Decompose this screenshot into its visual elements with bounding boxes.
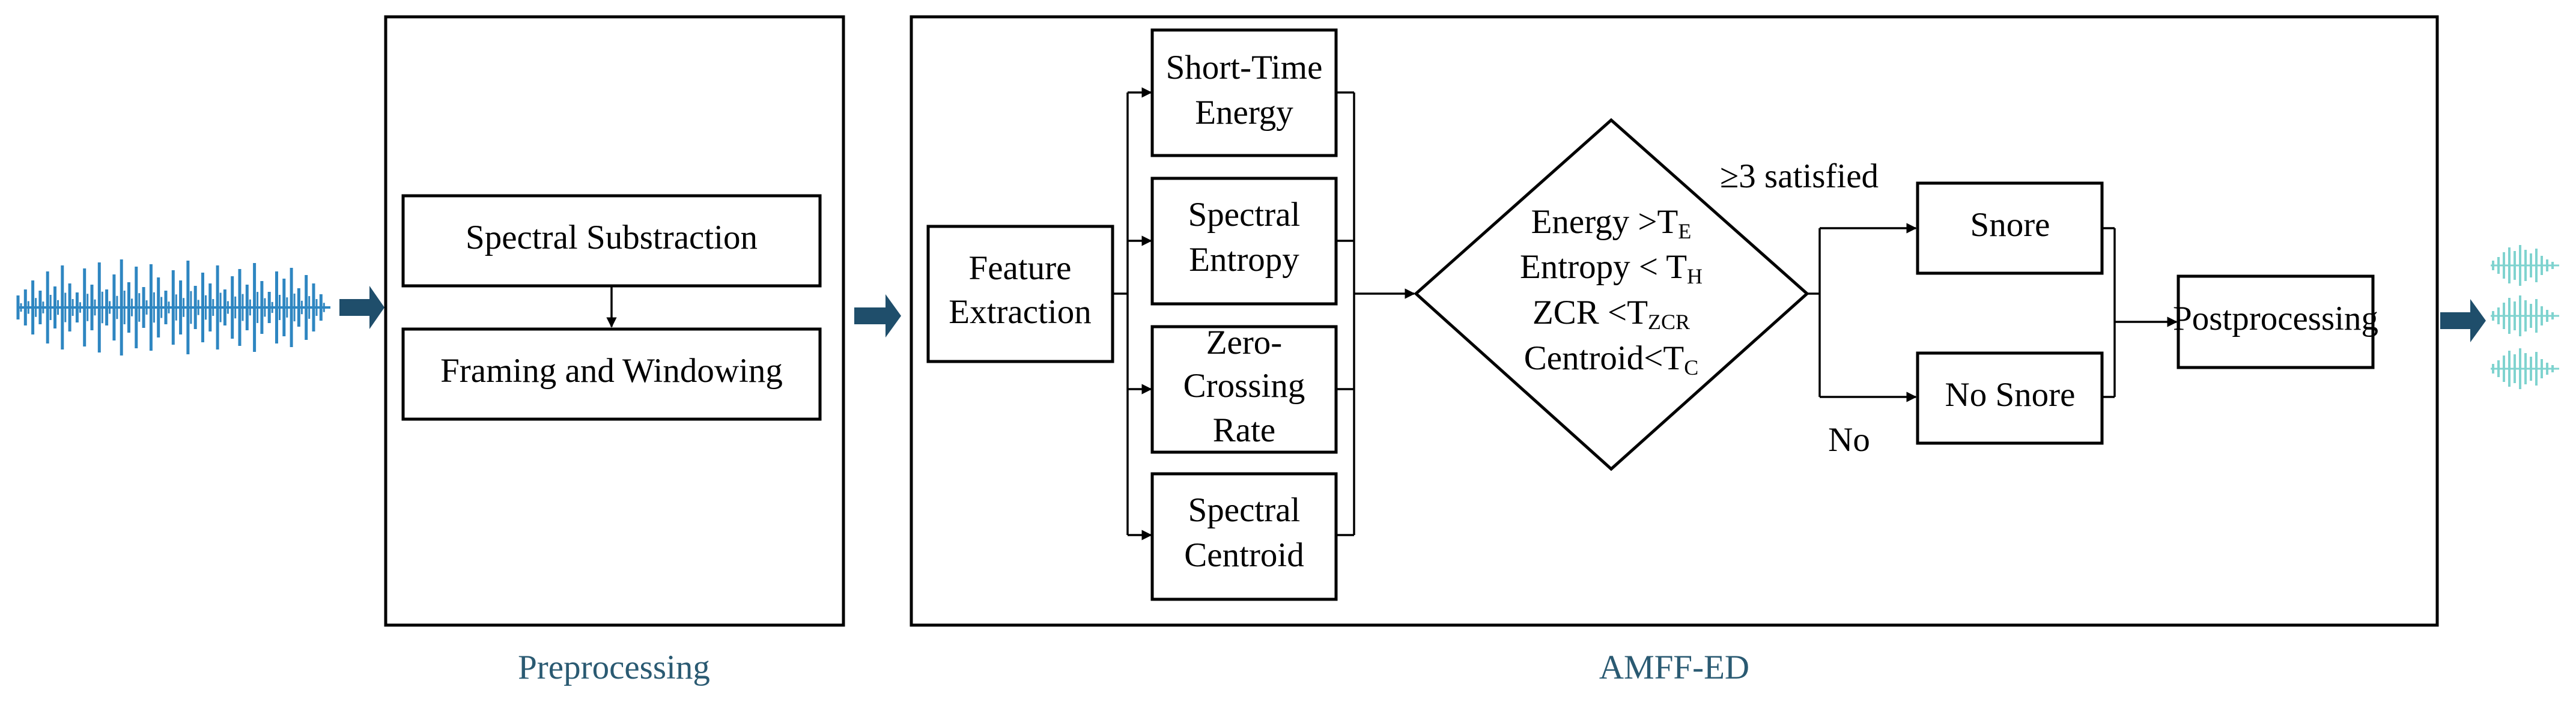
postprocessing-label: Postprocessing [2173,300,2378,337]
mid-arrow-icon [854,294,901,337]
feature-centroid-label: Centroid [1184,536,1304,574]
feature-ste-label: Short-Time [1166,49,1323,86]
audio-waveform-input-icon [16,259,330,356]
no-label: No [1828,421,1870,459]
preprocessing-frame [384,15,845,627]
decision-zcr: ZCR <TZCR [1533,294,1690,334]
snore-label: Snore [1970,206,2050,244]
audio-waveform-output-icon [2491,245,2559,389]
feature-centroid-label: Spectral [1188,491,1301,529]
preprocessing-section-label: Preprocessing [518,649,710,686]
decision-energy: Energy >TE [1531,203,1692,243]
feature-extraction-label: Feature [969,249,1072,287]
decision-centroid: Centroid<TC [1524,339,1698,380]
feature-ste-label: Energy [1195,94,1293,132]
feature-extraction-label: Extraction [949,293,1091,331]
feature-ste-box [1150,28,1338,157]
spectral-subtraction-box [401,194,822,288]
input-arrow-icon [339,286,384,329]
decision-diamond [1414,118,1809,471]
postprocessing-box [2177,274,2375,369]
feature-centroid-box [1150,472,1338,601]
decision-entropy: Entropy < TH [1520,248,1703,288]
framing-label: Framing and Windowing [440,352,783,390]
feature-entropy-label: Entropy [1189,241,1299,279]
amff-frame [910,15,2439,627]
feature-zcr-label: Zero- [1206,324,1283,362]
feature-zcr-label: Crossing [1183,367,1305,405]
spectral-subtraction-label: Spectral Substraction [466,219,758,256]
feature-zcr-label: Rate [1213,411,1275,449]
framing-box [401,327,822,421]
no-snore-box [1916,351,2104,445]
feature-zcr-box [1150,325,1338,454]
yes-label: ≥3 satisfied [1720,157,1879,195]
feature-entropy-label: Spectral [1188,196,1301,234]
feature-entropy-box [1150,177,1338,306]
no-snore-label: No Snore [1945,376,2076,414]
output-arrow-icon [2440,299,2486,342]
amff-section-label: AMFF-ED [1599,649,1749,686]
